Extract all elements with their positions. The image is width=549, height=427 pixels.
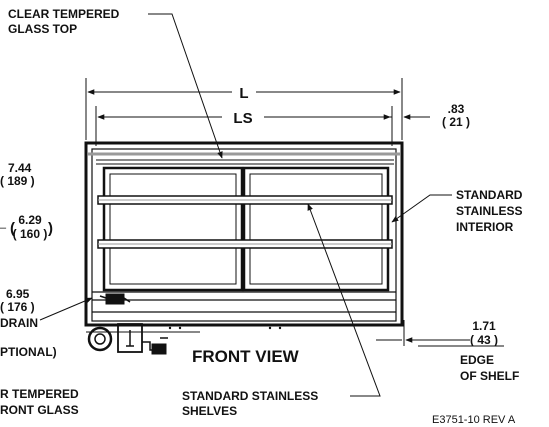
- dimension-629-paren-open: (: [10, 220, 15, 237]
- dimension-695-mm: ( 176 ): [0, 300, 35, 314]
- callout-shelves-line2: SHELVES: [182, 404, 237, 418]
- callout-drain-line1: DRAIN: [0, 316, 38, 330]
- view-title: FRONT VIEW: [192, 347, 300, 366]
- dimension-629-paren-close: ): [48, 220, 53, 237]
- dotted-markers: [168, 326, 282, 330]
- dimension-695-inch: 6.95: [6, 287, 30, 301]
- dimension-l: [85, 78, 403, 140]
- callout-interior-line2: STAINLESS: [456, 204, 522, 218]
- cabinet-base: [92, 291, 396, 313]
- dimension-629-inch: 6.29: [18, 213, 42, 227]
- dimension-ls-label: LS: [233, 110, 252, 127]
- valve-icon: [151, 343, 167, 355]
- callout-front-glass-line1: R TEMPERED: [0, 387, 79, 401]
- leader-shelves: [307, 203, 381, 397]
- dimension-171-mm: ( 43 ): [470, 333, 498, 347]
- refrigeration-components: [86, 323, 200, 355]
- dimension-l-label: L: [239, 85, 248, 102]
- leader-interior: [391, 194, 452, 223]
- callout-drain-line2: PTIONAL): [0, 345, 57, 359]
- callout-glass-top-line1: CLEAR TEMPERED: [8, 7, 120, 21]
- callout-interior-line3: INTERIOR: [456, 220, 514, 234]
- dimension-171-inch: 1.71: [472, 319, 496, 333]
- callout-glass-top-line2: GLASS TOP: [8, 22, 77, 36]
- drawing-number: E3751-10 REV A: [432, 414, 516, 426]
- cabinet-body: [84, 141, 404, 327]
- leader-drain: [39, 297, 93, 321]
- dimension-629-mm: ( 160 ): [13, 227, 48, 241]
- drain-fitting: [105, 293, 125, 305]
- dimension-744-inch: 7.44: [8, 161, 32, 175]
- dimension-629-dash: –: [0, 222, 7, 234]
- edge-of-shelf-line2: OF SHELF: [460, 369, 519, 383]
- dimension-083-inch: .83: [448, 102, 465, 116]
- dimension-744-mm: ( 189 ): [0, 174, 35, 188]
- sliding-door-right: [242, 166, 390, 292]
- callout-shelves-line1: STANDARD STAINLESS: [182, 389, 318, 403]
- leader-glass-top: [148, 13, 223, 159]
- callout-interior-line1: STANDARD: [456, 188, 523, 202]
- motor-circle-icon: [87, 326, 113, 352]
- dimension-083-mm: ( 21 ): [442, 115, 470, 129]
- shelves: [97, 195, 393, 249]
- sliding-door-left: [102, 166, 244, 292]
- dimension-ls: [95, 106, 393, 146]
- control-box: [117, 323, 143, 353]
- dimension-171: [376, 320, 504, 347]
- edge-of-shelf-line1: EDGE: [460, 353, 494, 367]
- callout-front-glass-line2: RONT GLASS: [0, 403, 79, 417]
